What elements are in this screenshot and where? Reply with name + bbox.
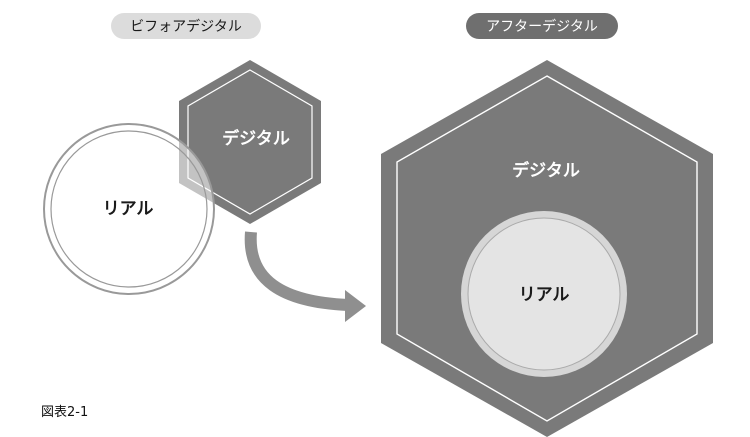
before-real-circle-inner bbox=[50, 130, 208, 288]
before-hexagon-inner-line bbox=[187, 69, 313, 215]
before-real-circle-outer bbox=[43, 123, 215, 295]
before-real-label: リアル bbox=[103, 199, 154, 219]
transition-arrow-shaft bbox=[244, 231, 349, 311]
transition-arrow bbox=[244, 231, 366, 322]
figure-caption: 図表2-1 bbox=[41, 405, 88, 420]
before-digital-hexagon bbox=[179, 60, 321, 224]
before-digital-label: デジタル bbox=[222, 128, 290, 149]
after-real-label: リアル bbox=[519, 285, 570, 305]
before-real-circle bbox=[43, 123, 215, 295]
after-digital-pill: アフターデジタル bbox=[466, 13, 618, 39]
after-digital-label: デジタル bbox=[512, 160, 580, 181]
after-real-circle-fill bbox=[467, 217, 621, 371]
before-hexagon-shape bbox=[179, 60, 321, 224]
after-hexagon-inner-line bbox=[396, 75, 698, 422]
before-digital-pill: ビフォアデジタル bbox=[111, 13, 261, 39]
before-digital-pill-bg bbox=[111, 13, 261, 39]
after-real-circle bbox=[461, 211, 627, 377]
transition-arrow-head bbox=[345, 290, 366, 322]
after-digital-pill-bg bbox=[466, 13, 618, 39]
after-digital-pill-label: アフターデジタル bbox=[486, 18, 598, 35]
before-digital-pill-label: ビフォアデジタル bbox=[130, 18, 242, 35]
